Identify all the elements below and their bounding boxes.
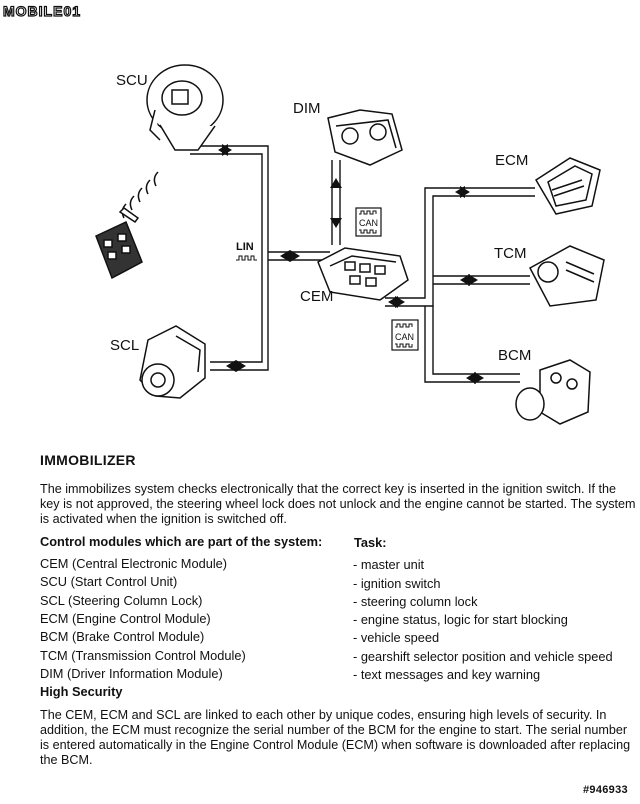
can-bus-icon-2: CAN — [391, 319, 419, 351]
lin-bus-icon: LIN — [236, 241, 257, 261]
module-task: - ignition switch — [353, 576, 441, 591]
tcm-unit — [528, 245, 605, 307]
module-task: - steering column lock — [353, 594, 478, 609]
cem-unit — [317, 247, 409, 301]
lin-label: LIN — [236, 241, 254, 253]
module-name: TCM (Transmission Control Module) — [40, 648, 246, 663]
module-task: - gearshift selector position and vehicl… — [353, 649, 613, 664]
label-scu: SCU — [116, 72, 148, 89]
label-cem: CEM — [300, 288, 333, 305]
label-ecm: ECM — [495, 152, 528, 169]
module-name: DIM (Driver Information Module) — [40, 666, 223, 681]
section-title: IMMOBILIZER — [40, 452, 136, 468]
module-name: SCL (Steering Column Lock) — [40, 593, 203, 608]
dim-unit — [327, 109, 403, 166]
intro-paragraph: The immobilizes system checks electronic… — [40, 482, 636, 526]
module-task: - vehicle speed — [353, 630, 440, 645]
scu-unit — [146, 64, 224, 151]
task-heading: Task: — [354, 535, 387, 550]
can-label: CAN — [359, 218, 378, 228]
image-id-stamp: #946933 — [583, 784, 628, 796]
module-name: BCM (Brake Control Module) — [40, 629, 205, 644]
label-scl: SCL — [110, 337, 139, 354]
module-name: ECM (Engine Control Module) — [40, 611, 211, 626]
key-fob — [95, 207, 143, 280]
label-tcm: TCM — [494, 245, 527, 262]
label-dim: DIM — [293, 100, 321, 117]
mobile01-logo: MOBILE01 — [2, 2, 98, 20]
signal-arrows — [218, 144, 484, 384]
module-name: CEM (Central Electronic Module) — [40, 556, 228, 571]
can-bus-icon: CAN — [355, 207, 382, 237]
immobilizer-diagram: SCU DIM CAN LIN — [95, 64, 605, 425]
connection-lines — [190, 145, 535, 383]
high-security-heading: High Security — [40, 684, 123, 699]
modules-heading: Control modules which are part of the sy… — [40, 534, 323, 549]
module-task: - engine status, logic for start blockin… — [353, 612, 568, 627]
ecm-unit — [534, 157, 601, 215]
high-security-paragraph: The CEM, ECM and SCL are linked to each … — [40, 708, 631, 767]
label-bcm: BCM — [498, 347, 531, 364]
module-name: SCU (Start Control Unit) — [40, 574, 178, 589]
can-label-2: CAN — [395, 332, 414, 342]
logo-text: MOBILE01 — [3, 3, 81, 19]
module-task: - text messages and key warning — [353, 667, 541, 682]
scl-unit — [139, 325, 206, 399]
bcm-unit — [515, 359, 591, 425]
module-task: - master unit — [353, 557, 425, 572]
